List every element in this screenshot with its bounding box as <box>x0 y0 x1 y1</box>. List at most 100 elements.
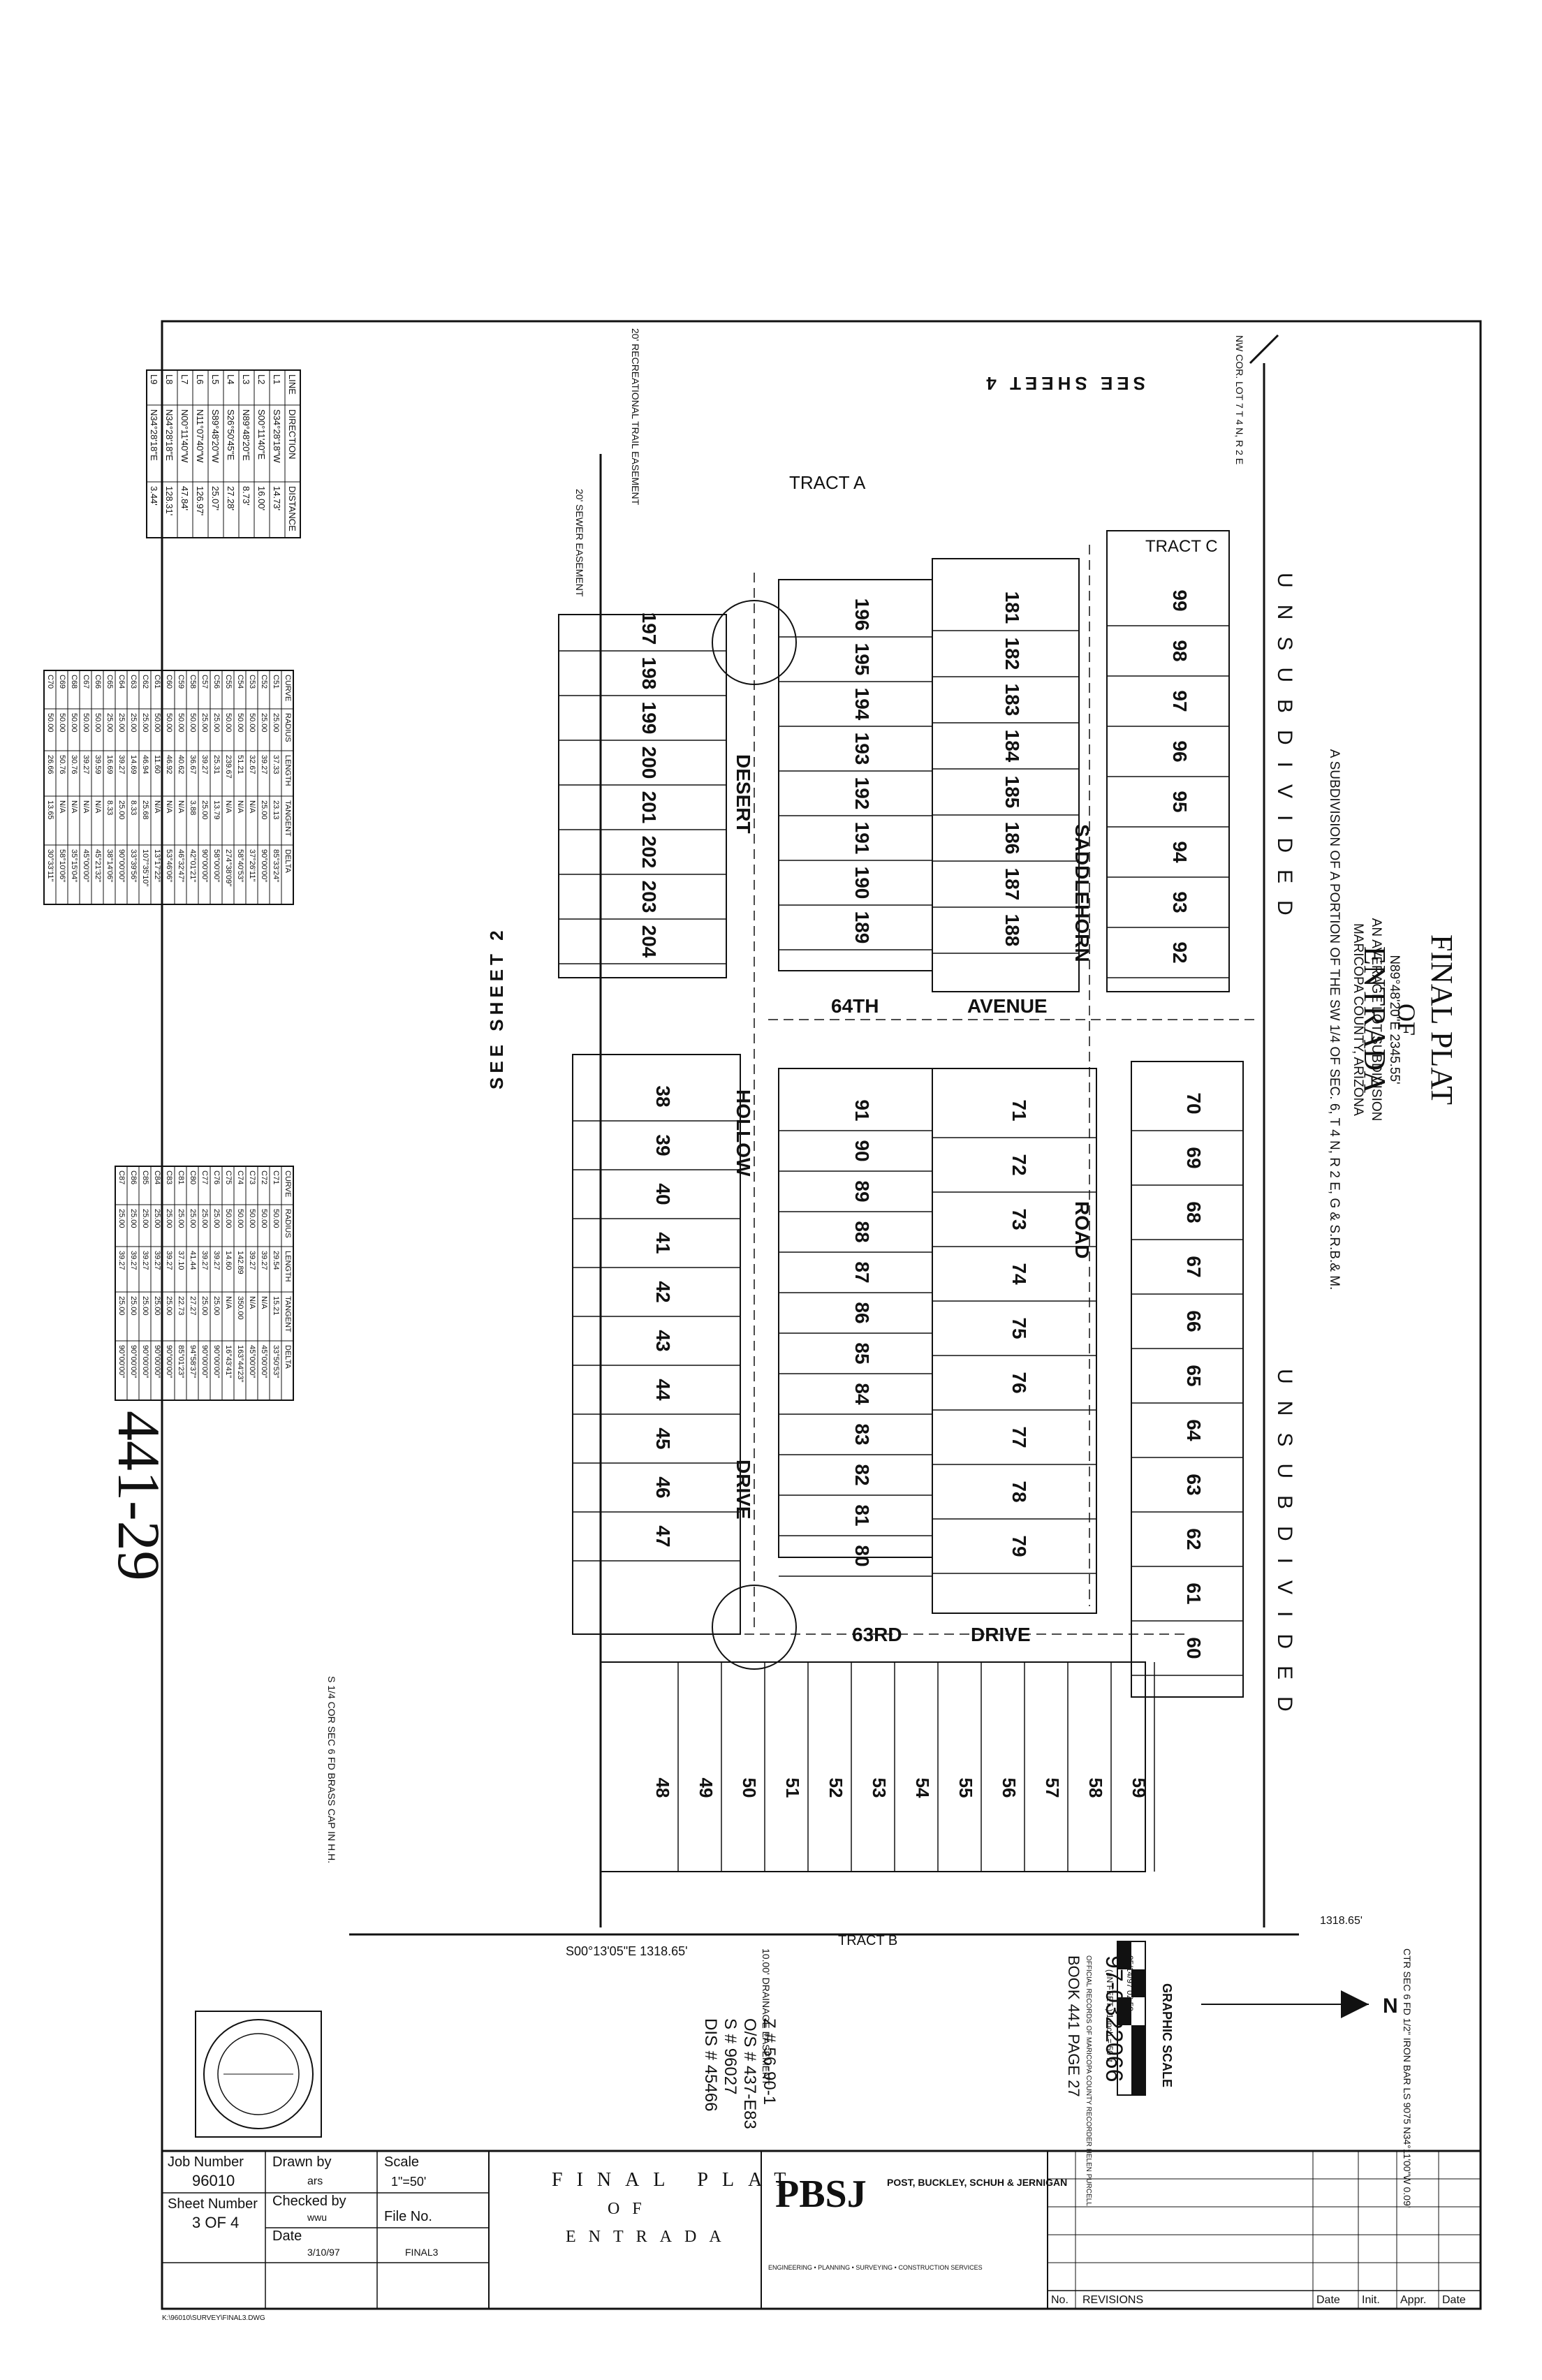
table-cell: 36.67 <box>189 755 197 774</box>
table-cell: 8.73' <box>241 486 251 506</box>
lot-dividers <box>559 625 1243 1872</box>
center-title-1: FINAL PLAT <box>552 2169 800 2191</box>
table-cell: 25.00 <box>212 1209 221 1228</box>
table-cell: 39.27 <box>165 1251 173 1270</box>
table-cell: 90°00'00" <box>212 1345 221 1378</box>
table-header: DIRECTION <box>287 409 298 460</box>
table-cell: 32.67 <box>248 755 256 774</box>
graphic-scale-label: GRAPHIC SCALE <box>1160 1983 1174 2087</box>
lot-number: 57 <box>1042 1778 1063 1798</box>
lot-number: 85 <box>851 1342 873 1364</box>
street-lines <box>698 545 1257 1635</box>
street-desert: DESERT <box>733 754 754 834</box>
table-cell: C68 <box>70 675 78 689</box>
table-cell: C71 <box>272 1170 280 1184</box>
table-cell: 90°00'00" <box>141 1345 149 1378</box>
table-cell: 90°00'00" <box>153 1345 161 1378</box>
table-cell: 50.00 <box>272 1209 280 1228</box>
subtitle-2: MARICOPA COUNTY, ARIZONA <box>1351 923 1365 1116</box>
ctr-sec-label: CTR SEC 6 FD 1/2" IRON BAR LS 9075 N34°1… <box>1402 1948 1413 2208</box>
table-cell: 25.00 <box>117 800 126 820</box>
north-label: N <box>1383 1995 1398 2018</box>
table-cell: L9 <box>149 374 159 384</box>
table-cell: 39.27 <box>200 755 209 774</box>
table-cell: 90°00'00" <box>117 1345 126 1378</box>
lot-number: 49 <box>696 1778 717 1798</box>
lot-number: 42 <box>652 1281 674 1302</box>
table-cell: 25.31 <box>212 755 221 774</box>
table-cell: 50.00 <box>236 1209 244 1228</box>
lot-number: 65 <box>1183 1365 1205 1386</box>
table-frame <box>115 1166 294 1401</box>
table-cell: 39.27 <box>153 1251 161 1270</box>
table-cell: 8.33 <box>105 800 114 815</box>
tract-a-label: TRACT A <box>789 472 866 493</box>
table-cell: 11.60 <box>153 755 161 774</box>
curve-table-1: CURVEC51C52C53C54C55C56C57C58C59C60C61C6… <box>43 670 294 905</box>
lot-number: 93 <box>1169 891 1191 913</box>
nw-cor-label: NW COR. LOT 7 T 4 N, R 2 E <box>1234 335 1245 464</box>
title-line2: OF <box>1393 1004 1420 1036</box>
table-cell: 41.44 <box>189 1251 197 1270</box>
table-cell: C75 <box>224 1170 233 1184</box>
table-header: LENGTH <box>284 755 292 786</box>
table-cell: 50.00 <box>94 713 102 733</box>
title-line3: ENTRADA <box>1358 946 1392 1093</box>
table-cell: C61 <box>153 675 161 689</box>
lot-number: 78 <box>1008 1481 1030 1502</box>
table-cell: N34°28'18"E <box>164 409 175 461</box>
lot-number: 51 <box>782 1778 803 1798</box>
table-cell: 50.00 <box>70 713 78 733</box>
lot-number: 185 <box>1001 776 1023 809</box>
table-cell: 39.27 <box>200 1251 209 1270</box>
table-cell: N/A <box>224 800 233 814</box>
lot-number: 87 <box>851 1261 873 1283</box>
lot-grid <box>558 530 1244 1872</box>
unsubdivided-top: UNSUBDIVIDED <box>1273 573 1296 932</box>
table-cell: 42°01'21" <box>189 849 197 882</box>
table-cell: 163°44'23" <box>236 1345 244 1382</box>
unsubdivided-bottom: UNSUBDIVIDED <box>1273 1369 1296 1728</box>
table-cell: N34°28'18"E <box>149 409 159 461</box>
table-cell: 13.79 <box>212 800 221 820</box>
table-cell: 25.00 <box>141 1209 149 1228</box>
lot-number: 197 <box>638 612 660 645</box>
job-number-label: Job Number <box>168 2154 244 2170</box>
lot-number: 53 <box>869 1778 890 1798</box>
table-cell: L6 <box>195 374 205 384</box>
table-cell: 50.00 <box>260 1209 268 1228</box>
lot-number: 82 <box>851 1464 873 1485</box>
table-cell: 50.00 <box>248 713 256 733</box>
graphic-scale: GRAPHIC SCALE ( IN FEET ) 1 inch = 50 ft… <box>1105 1941 1174 2096</box>
rec-trail-label: 20' RECREATIONAL TRAIL EASEMENT <box>630 328 641 506</box>
table-cell: 50.00 <box>177 713 185 733</box>
table-cell: L3 <box>241 374 251 384</box>
date-label: Date <box>272 2228 302 2244</box>
table-cell: 25.00 <box>129 713 138 733</box>
table-cell: N/A <box>153 800 161 814</box>
table-cell: S34°28'18"W <box>272 409 282 463</box>
table-cell: L2 <box>256 374 267 384</box>
lot-number: 55 <box>955 1778 976 1798</box>
rev-no: No. <box>1051 2294 1069 2306</box>
lot-number: 189 <box>851 911 873 944</box>
table-cell: 25.00 <box>260 713 268 733</box>
scale-label: Scale <box>384 2154 419 2170</box>
surveyor-seal <box>195 2011 322 2138</box>
table-cell: C73 <box>248 1170 256 1184</box>
table-cell: C80 <box>189 1170 197 1184</box>
lot-number: 187 <box>1001 868 1023 901</box>
date-value: 3/10/97 <box>307 2247 340 2258</box>
lot-number: 63 <box>1183 1474 1205 1495</box>
table-cell: L7 <box>179 374 190 384</box>
boundary-lines <box>349 334 1299 1936</box>
lot-number: 84 <box>851 1383 873 1405</box>
lot-number: 59 <box>1129 1778 1150 1798</box>
drainage-easement-label: 10.00' DRAINAGE EASEMENT <box>761 1948 772 2085</box>
table-cell: 29.54 <box>272 1251 280 1270</box>
street-hollow: HOLLOW <box>733 1089 754 1177</box>
lot-number: 203 <box>638 881 660 913</box>
lot-number: 188 <box>1001 914 1023 947</box>
tract-b-label: TRACT B <box>838 1933 897 1948</box>
table-cell: C62 <box>141 675 149 689</box>
